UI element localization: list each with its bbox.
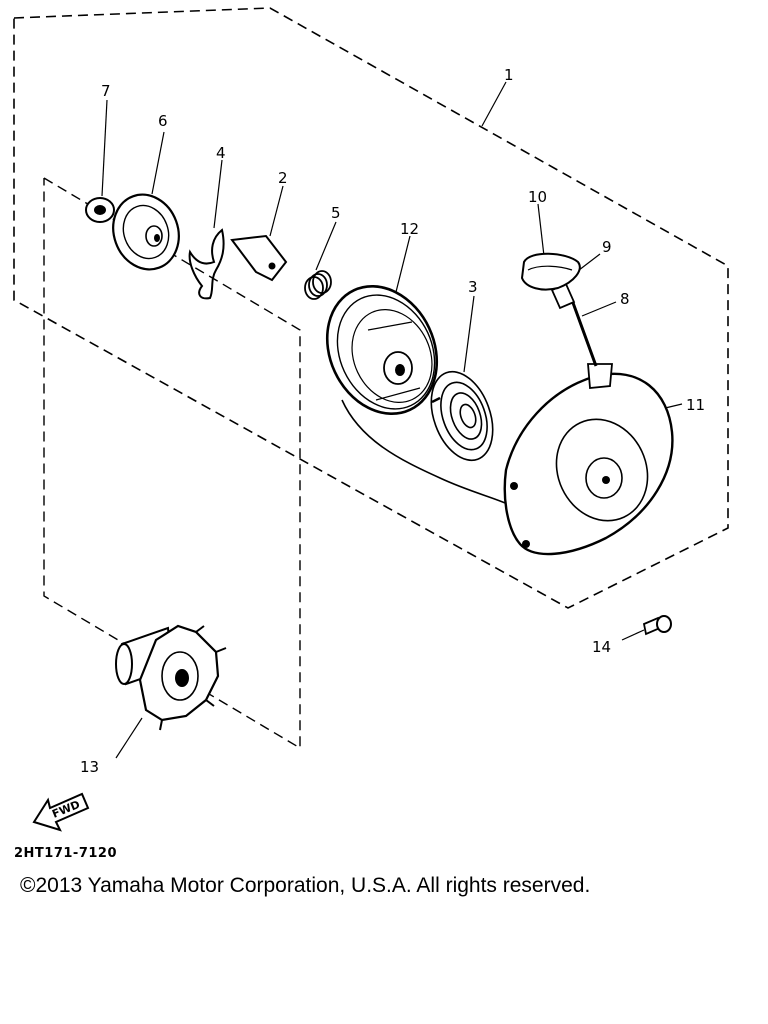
spring-wire-part bbox=[188, 228, 225, 300]
callout-8: 8 bbox=[620, 290, 630, 308]
starter-handle-part bbox=[520, 252, 581, 291]
assembly-boundary bbox=[13, 7, 729, 609]
starter-case-part bbox=[503, 363, 674, 556]
callout-10: 10 bbox=[528, 188, 547, 206]
callout-1: 1 bbox=[504, 66, 514, 84]
starter-rope bbox=[341, 399, 513, 507]
callout-7: 7 bbox=[101, 82, 111, 100]
copyright-notice: ©2013 Yamaha Motor Corporation, U.S.A. A… bbox=[20, 874, 591, 897]
callout-6: 6 bbox=[158, 112, 168, 130]
callout-9: 9 bbox=[602, 238, 612, 256]
shaft-link-box bbox=[43, 177, 301, 750]
callout-14: 14 bbox=[592, 638, 611, 656]
bolt-part bbox=[642, 615, 672, 636]
callout-12: 12 bbox=[400, 220, 419, 238]
forward-arrow-icon: FWD bbox=[32, 792, 90, 832]
nut-part bbox=[85, 197, 115, 223]
callout-11: 11 bbox=[686, 396, 705, 414]
drive-plate-part bbox=[112, 193, 180, 271]
callout-13: 13 bbox=[80, 758, 99, 776]
callout-2: 2 bbox=[278, 169, 288, 187]
drive-hub-part bbox=[115, 624, 227, 731]
callout-3: 3 bbox=[468, 278, 478, 296]
callout-4: 4 bbox=[216, 144, 226, 162]
drawing-code: 2HT171-7120 bbox=[14, 846, 118, 861]
callout-5: 5 bbox=[331, 204, 341, 222]
pawl-part bbox=[230, 234, 288, 282]
small-spring-part bbox=[304, 270, 332, 300]
spiral-spring-part bbox=[430, 370, 494, 462]
pulley-drum-part bbox=[325, 284, 439, 416]
rope-part bbox=[570, 299, 598, 367]
